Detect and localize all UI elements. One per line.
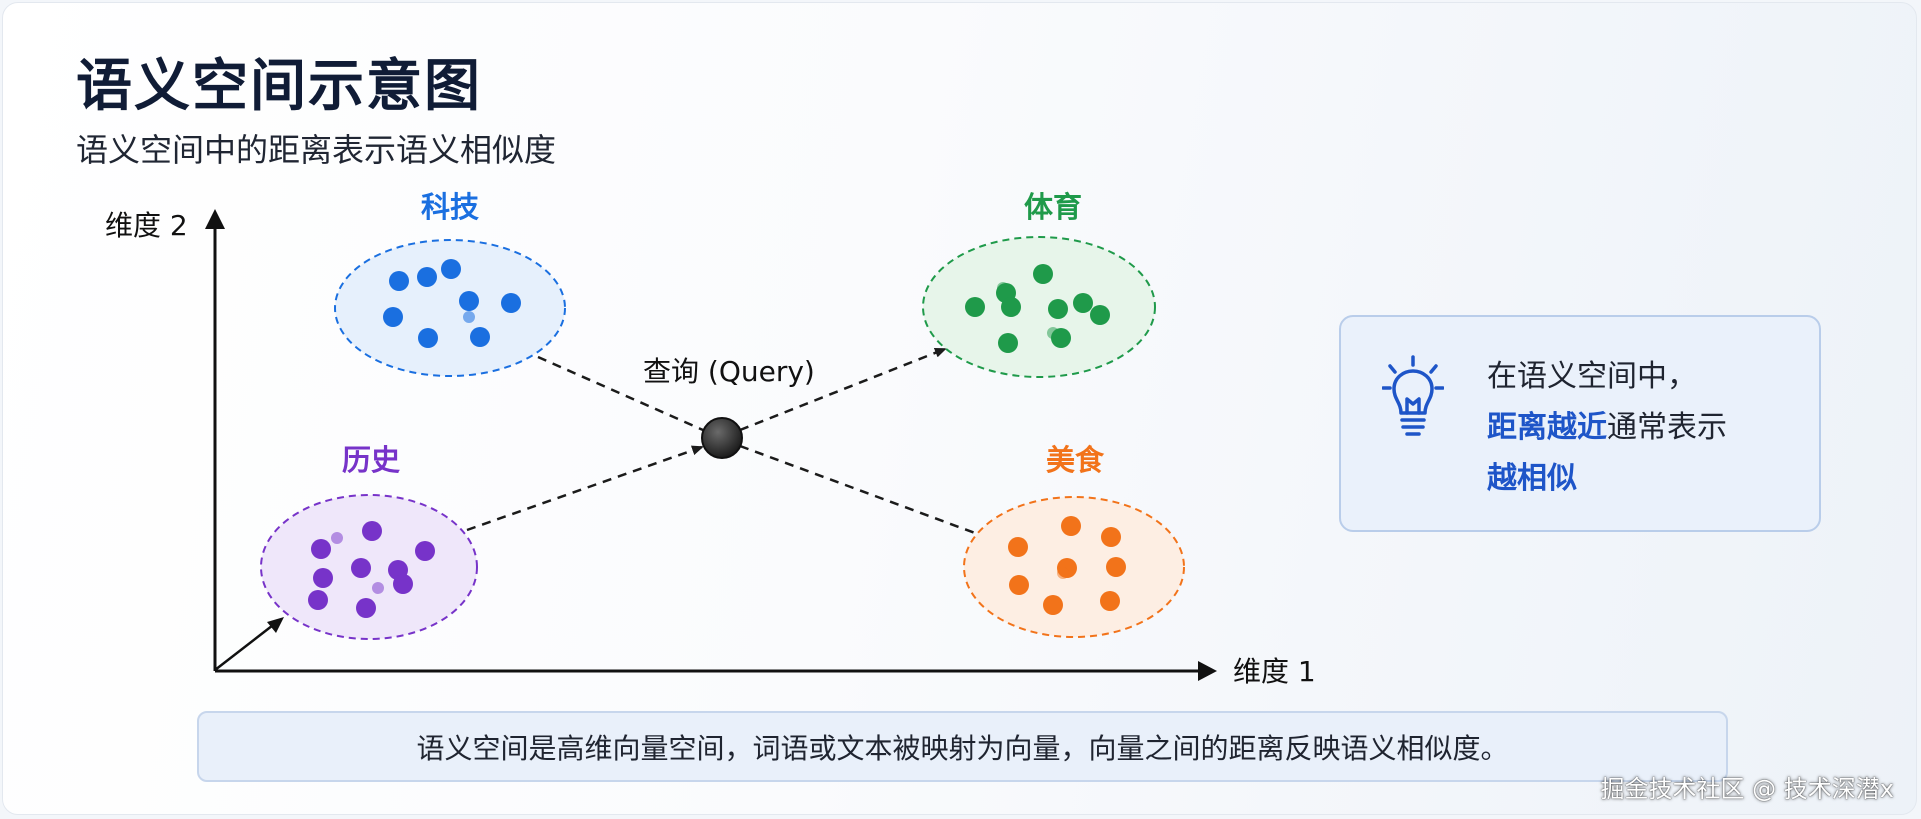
- tech-to-query-line: [537, 355, 704, 432]
- cluster-history-point: [313, 568, 333, 588]
- cluster-food: 美食: [963, 443, 1185, 638]
- insight-line-2: 距离越近通常表示: [1487, 402, 1727, 453]
- cluster-history-point: [308, 590, 328, 610]
- origin-vector-line: [214, 621, 278, 671]
- query-point: [701, 417, 743, 459]
- cluster-food-point: [1008, 537, 1028, 557]
- cluster-history-point: [356, 598, 376, 618]
- cluster-food-point: [1057, 567, 1069, 579]
- query-to-food-line: [739, 444, 976, 535]
- cluster-tech: 科技: [334, 190, 566, 377]
- cluster-tech-point: [463, 311, 475, 323]
- watermark: 掘金技术社区 @ 技术深潜x: [1600, 775, 1894, 803]
- origin-vector-arrowhead: [267, 617, 284, 633]
- page-title: 语义空间示意图: [76, 54, 482, 119]
- cluster-sports-point: [1090, 305, 1110, 325]
- x-axis-arrowhead: [1198, 661, 1217, 681]
- history-to-query-arrow: [466, 445, 704, 532]
- cluster-tech-point: [501, 293, 521, 313]
- cluster-food-point: [1100, 591, 1120, 611]
- cluster-tech-point: [459, 291, 479, 311]
- caption-box: 语义空间是高维向量空间，词语或文本被映射为向量，向量之间的距离反映语义相似度。: [197, 711, 1728, 782]
- page-subtitle: 语义空间中的距离表示语义相似度: [76, 131, 557, 169]
- cluster-sports-point: [1001, 297, 1021, 317]
- x-axis-label: 维度 1: [1233, 655, 1316, 688]
- query-node: 查询 (Query): [643, 355, 815, 459]
- query-to-sports-arrow: [739, 347, 947, 432]
- cluster-sports-point: [997, 282, 1009, 294]
- cluster-sports-point: [1073, 293, 1093, 313]
- cluster-tech-point: [417, 267, 437, 287]
- cluster-sports-point: [965, 297, 985, 317]
- insight-line-2-rest: 通常表示: [1607, 410, 1727, 445]
- cluster-food-label: 美食: [1046, 443, 1105, 477]
- cluster-history-point: [372, 582, 384, 594]
- axes: 维度 1 维度 2: [105, 209, 1316, 688]
- cluster-food-point: [1043, 595, 1063, 615]
- cluster-history: 历史: [260, 443, 478, 640]
- y-axis-arrowhead: [205, 209, 225, 229]
- cluster-tech-point: [383, 307, 403, 327]
- lightbulb-icon: [1382, 355, 1444, 436]
- cluster-tech-point: [418, 328, 438, 348]
- cluster-tech-point: [441, 259, 461, 279]
- insight-line-1: 在语义空间中，: [1487, 359, 1697, 394]
- cluster-food-point: [1106, 557, 1126, 577]
- cluster-history-point: [362, 521, 382, 541]
- cluster-sports: 体育: [922, 190, 1156, 378]
- cluster-food-point: [1101, 527, 1121, 547]
- cluster-sports-point: [998, 333, 1018, 353]
- insight-box: 在语义空间中， 距离越近通常表示 越相似: [1339, 315, 1821, 532]
- query-label: 查询 (Query): [643, 355, 815, 388]
- insight-text: 在语义空间中， 距离越近通常表示 越相似: [1487, 351, 1727, 504]
- insight-highlight-closer: 距离越近: [1487, 410, 1607, 445]
- cluster-tech-point: [389, 271, 409, 291]
- cluster-tech-label: 科技: [421, 190, 479, 224]
- cluster-sports-point: [1048, 299, 1068, 319]
- cluster-sports-point: [1033, 264, 1053, 284]
- cluster-history-point: [415, 541, 435, 561]
- cluster-sports-label: 体育: [1024, 190, 1082, 224]
- cluster-history-label: 历史: [342, 443, 400, 477]
- cluster-tech-point: [470, 327, 490, 347]
- caption-text: 语义空间是高维向量空间，词语或文本被映射为向量，向量之间的距离反映语义相似度。: [416, 731, 1509, 765]
- cluster-food-point: [1009, 575, 1029, 595]
- cluster-history-point: [393, 574, 413, 594]
- insight-highlight-similar: 越相似: [1487, 461, 1577, 496]
- cluster-history-point: [331, 532, 343, 544]
- query-connections: [466, 347, 976, 535]
- cluster-history-point: [351, 558, 371, 578]
- y-axis-label: 维度 2: [105, 209, 188, 242]
- cluster-food-point: [1061, 516, 1081, 536]
- cluster-sports-point: [1047, 327, 1059, 339]
- cluster-sports-region: [922, 236, 1156, 378]
- cluster-history-point: [311, 539, 331, 559]
